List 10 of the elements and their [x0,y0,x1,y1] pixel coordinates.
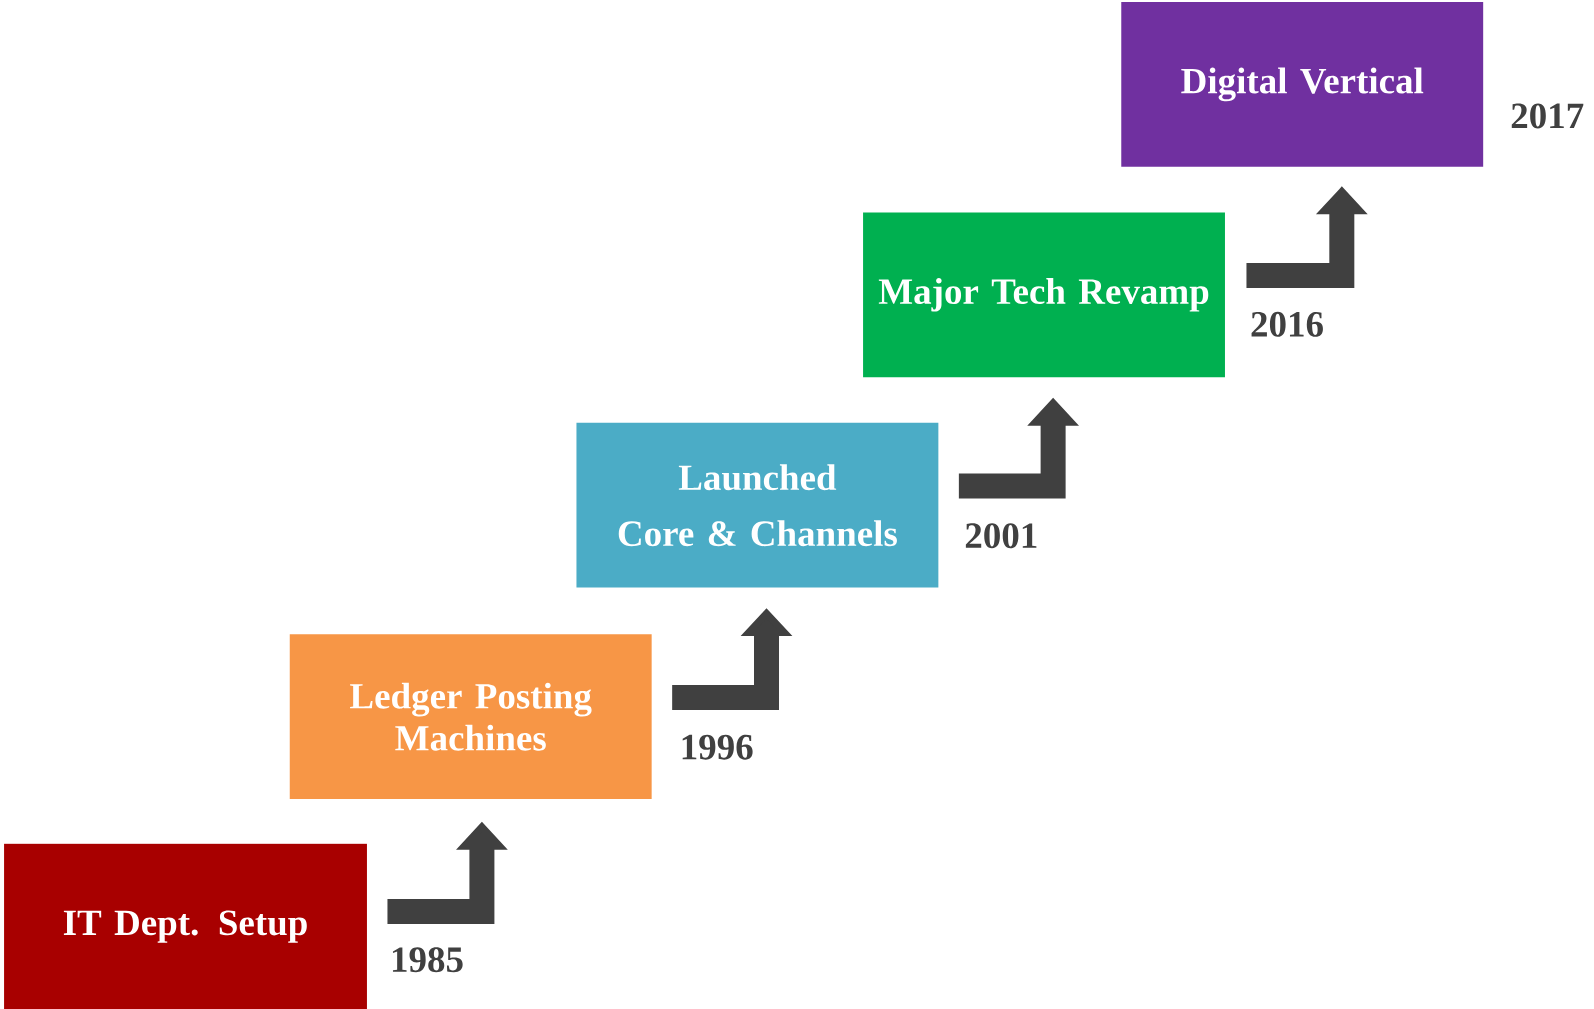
process-box: Ledger Posting Machines [289,634,652,800]
year-label: 2016 [1251,311,1323,337]
process-box: Digital Vertical [1121,2,1484,167]
year-label: 1985 [392,947,463,973]
process-box: Major Tech Revamp [863,212,1225,378]
process-box: Launched Core & Channels [576,422,939,588]
year-label: 1996 [682,734,753,760]
year-label: 2017 [1511,103,1584,129]
process-box: IT Dept. Setup [4,843,367,1009]
year-label: 2001 [965,523,1037,549]
